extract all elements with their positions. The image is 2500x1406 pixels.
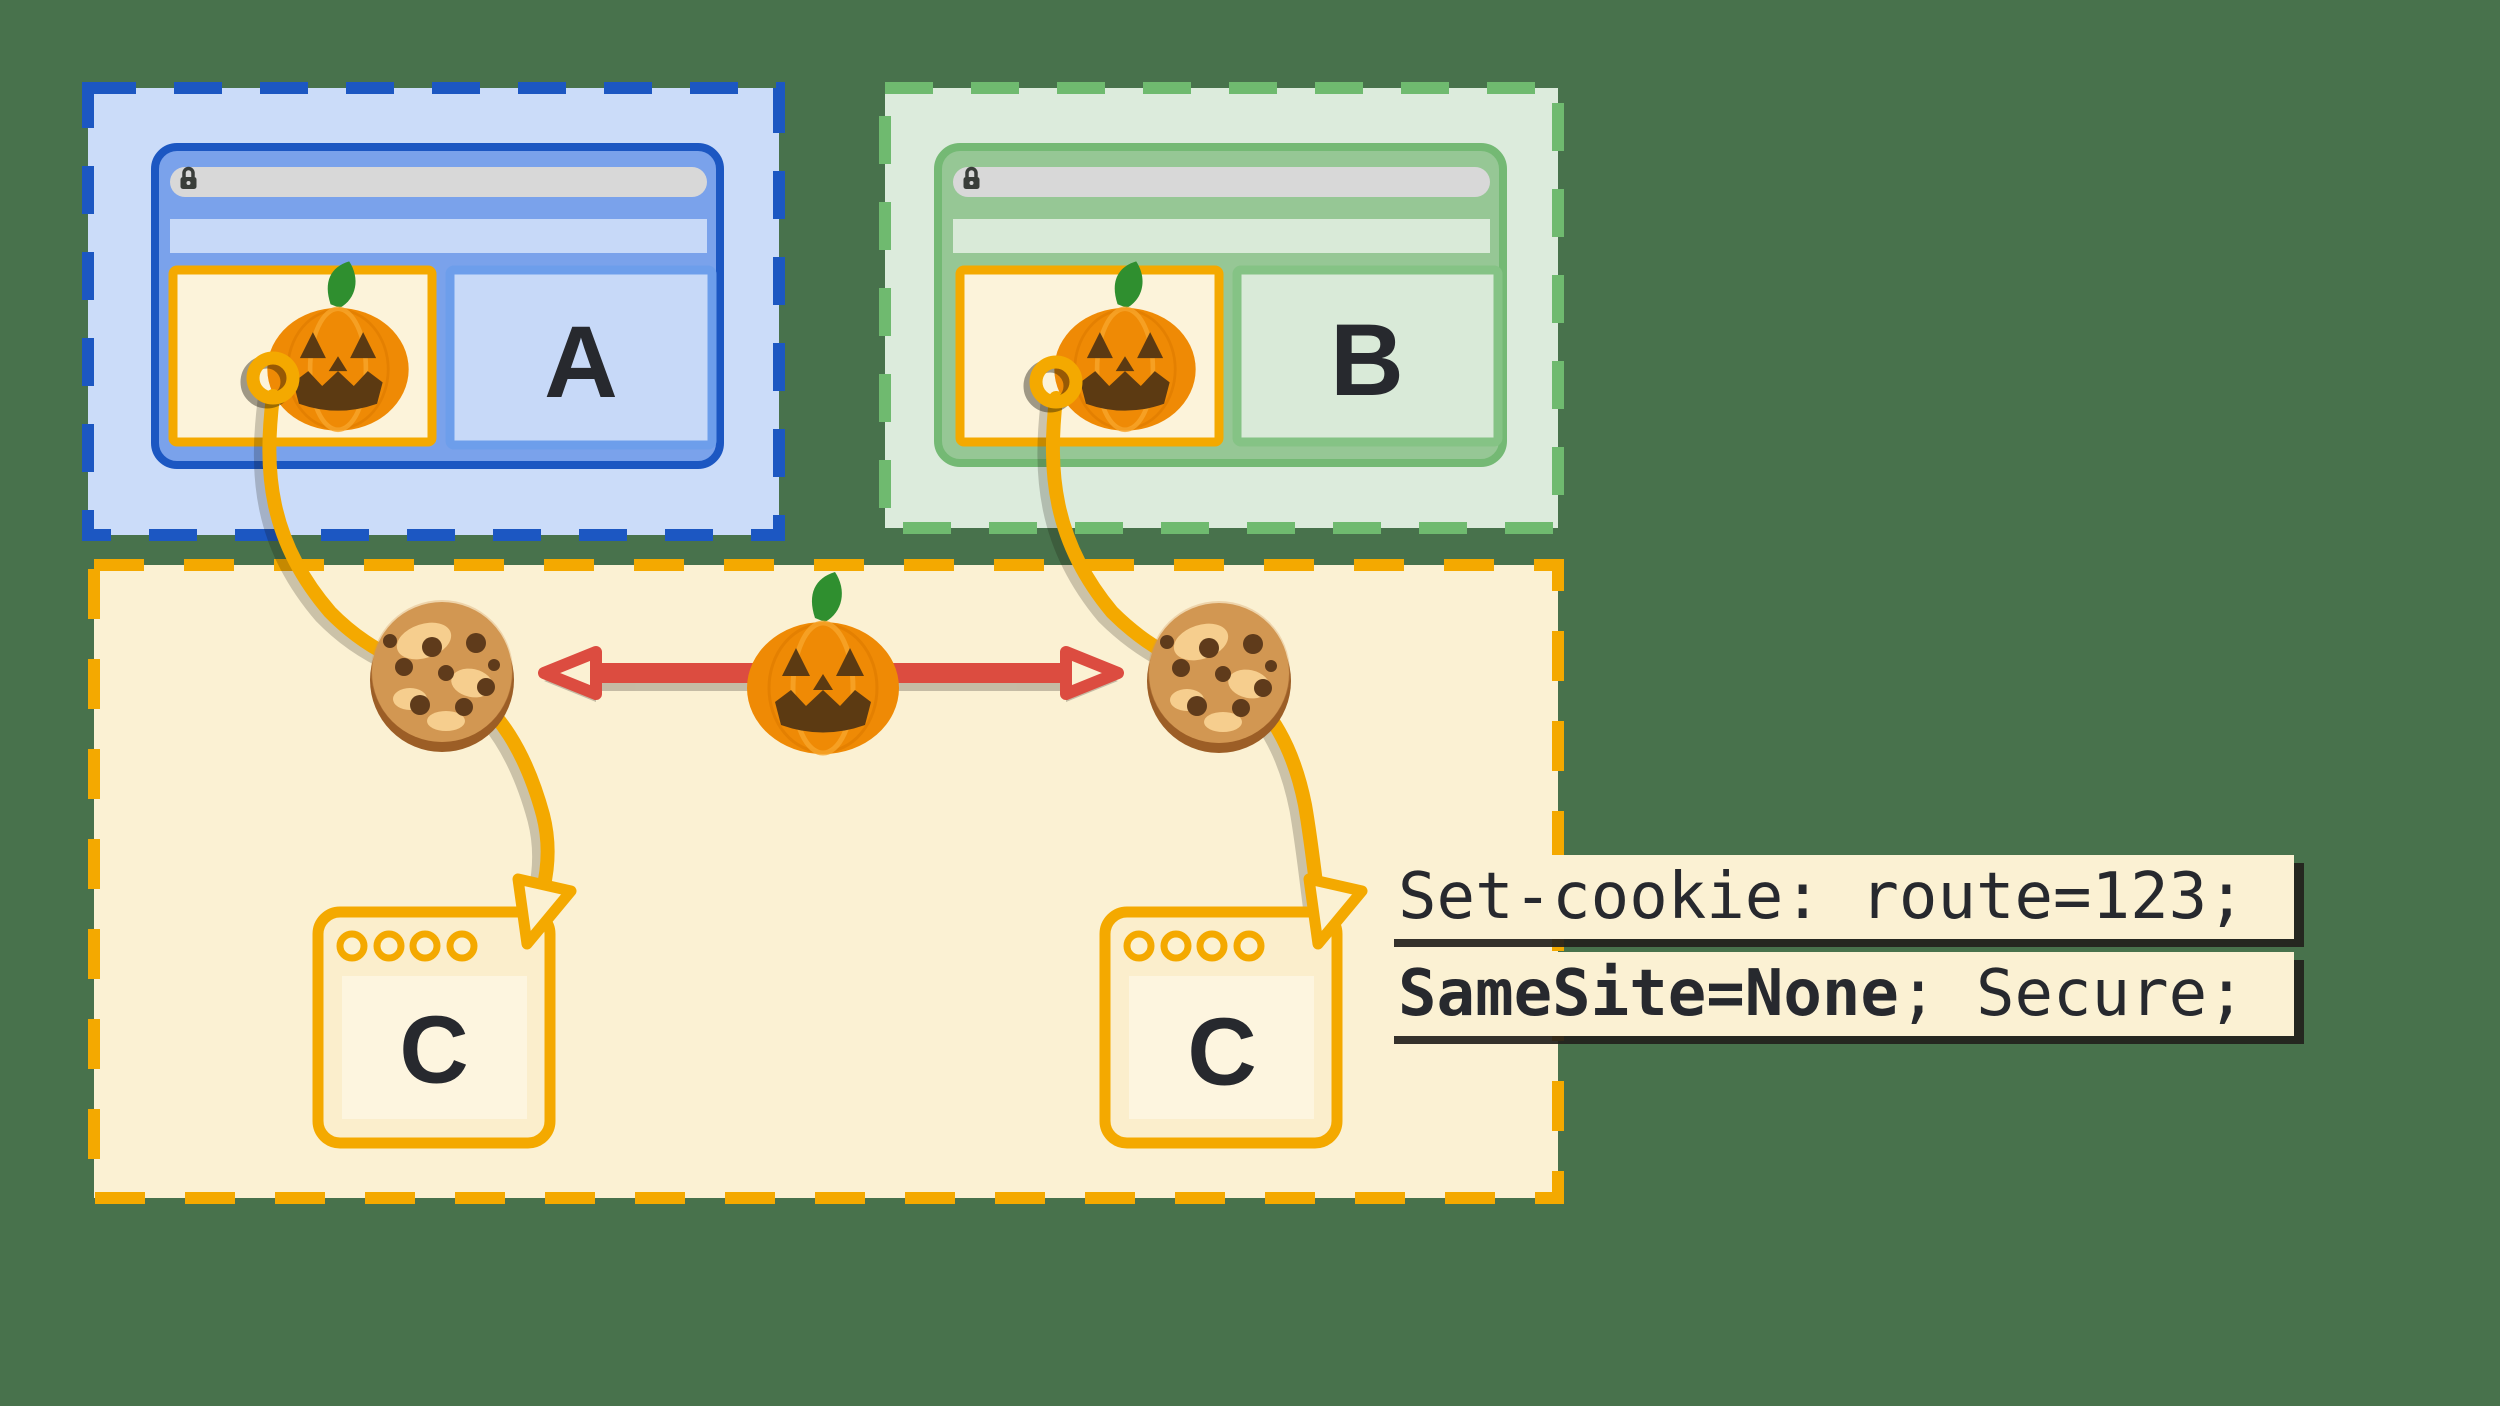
address-bar-b bbox=[953, 167, 1490, 197]
samesite-none-text: SameSite=None bbox=[1398, 957, 1899, 1031]
sync-arrowhead-right bbox=[1060, 646, 1124, 700]
tracker-ring-icon-a bbox=[246, 351, 300, 405]
address-bar-a bbox=[170, 167, 707, 197]
container-site-b: B bbox=[879, 82, 1564, 534]
set-cookie-label-line2: SameSite=None; Secure; bbox=[1384, 952, 2294, 1036]
set-cookie-text: Set-cookie: route=123; bbox=[1398, 860, 2246, 934]
site-b-letter: B bbox=[1330, 303, 1404, 417]
cookie-icon-right bbox=[1147, 601, 1291, 753]
site-c-right-letter: C bbox=[1187, 999, 1256, 1106]
delivery-arrowhead-left bbox=[512, 873, 577, 950]
site-c-left-letter: C bbox=[399, 997, 468, 1104]
toolbar-band-a bbox=[170, 219, 707, 253]
set-cookie-label-line1: Set-cookie: route=123; bbox=[1384, 855, 2294, 939]
browser-window-a: A bbox=[151, 143, 724, 469]
delivery-arrowhead-right bbox=[1303, 873, 1368, 950]
browser-window-b: B bbox=[934, 143, 1507, 467]
embed-box-b bbox=[1232, 265, 1503, 447]
secure-text: ; Secure; bbox=[1898, 957, 2246, 1031]
embed-box-a bbox=[445, 265, 717, 450]
tracker-ring-icon-b bbox=[1029, 355, 1083, 409]
toolbar-band-b bbox=[953, 219, 1490, 253]
container-site-a: A bbox=[82, 82, 785, 541]
cookie-icon-left bbox=[370, 600, 514, 752]
sync-arrowhead-left bbox=[538, 646, 602, 700]
site-a-letter: A bbox=[544, 305, 618, 419]
